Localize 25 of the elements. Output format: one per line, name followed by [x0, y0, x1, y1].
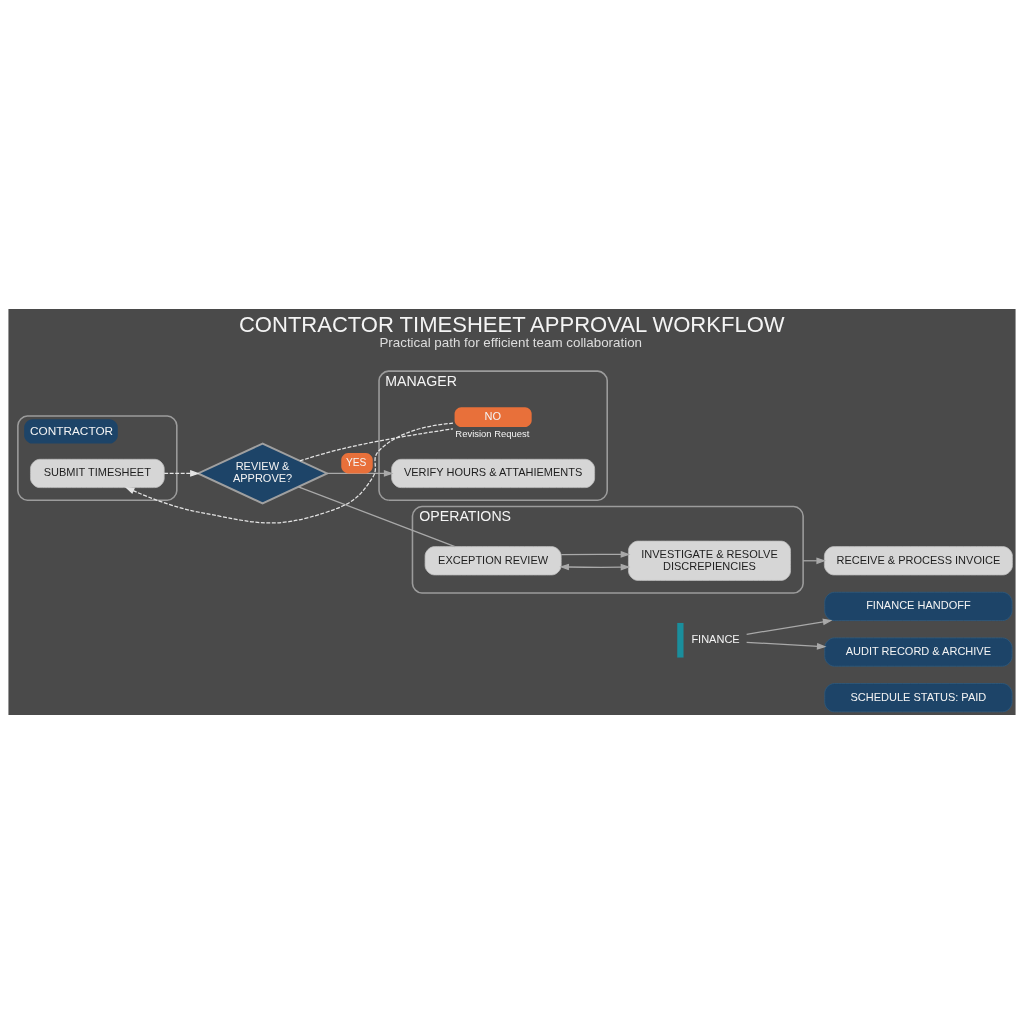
diagram-title: CONTRACTOR TIMESHEET APPROVAL WORKFLOW [238, 312, 785, 338]
arrow [560, 551, 631, 558]
node-diamond: REVIEW & APPROVE? [195, 442, 330, 505]
node-box: NO [454, 407, 532, 427]
node-box: AUDIT RECORD & ARCHIVE [824, 637, 1013, 667]
node-label: FINANCE [691, 633, 740, 646]
arrow [163, 470, 200, 477]
arrow [746, 641, 827, 650]
node-box: RECEIVE & PROCESS INVOICE [823, 546, 1013, 576]
node-box: SCHEDULE STATUS: PAID [824, 683, 1013, 713]
node-label: Revision Request [455, 427, 530, 439]
node-box: FINANCE HANDOFF [824, 591, 1013, 621]
node-box: VERIFY HOURS & ATTAHIEMENTS [391, 458, 595, 488]
node-box: INVESTIGATE & RESOLVE DISCREPIENCIES [628, 540, 791, 581]
arrow [746, 618, 833, 635]
node-box [677, 622, 684, 658]
node-box: EXCEPTION REVIEW [424, 546, 562, 576]
arrow [559, 563, 631, 571]
connector [297, 486, 456, 548]
arrow [124, 422, 454, 524]
caption: Practical path for efficient team collaboration [379, 335, 643, 351]
node-box: SUBMIT TIMESHEET [30, 458, 165, 488]
edge-label: YES [345, 456, 367, 468]
arrow [326, 470, 394, 477]
connector [299, 428, 454, 462]
